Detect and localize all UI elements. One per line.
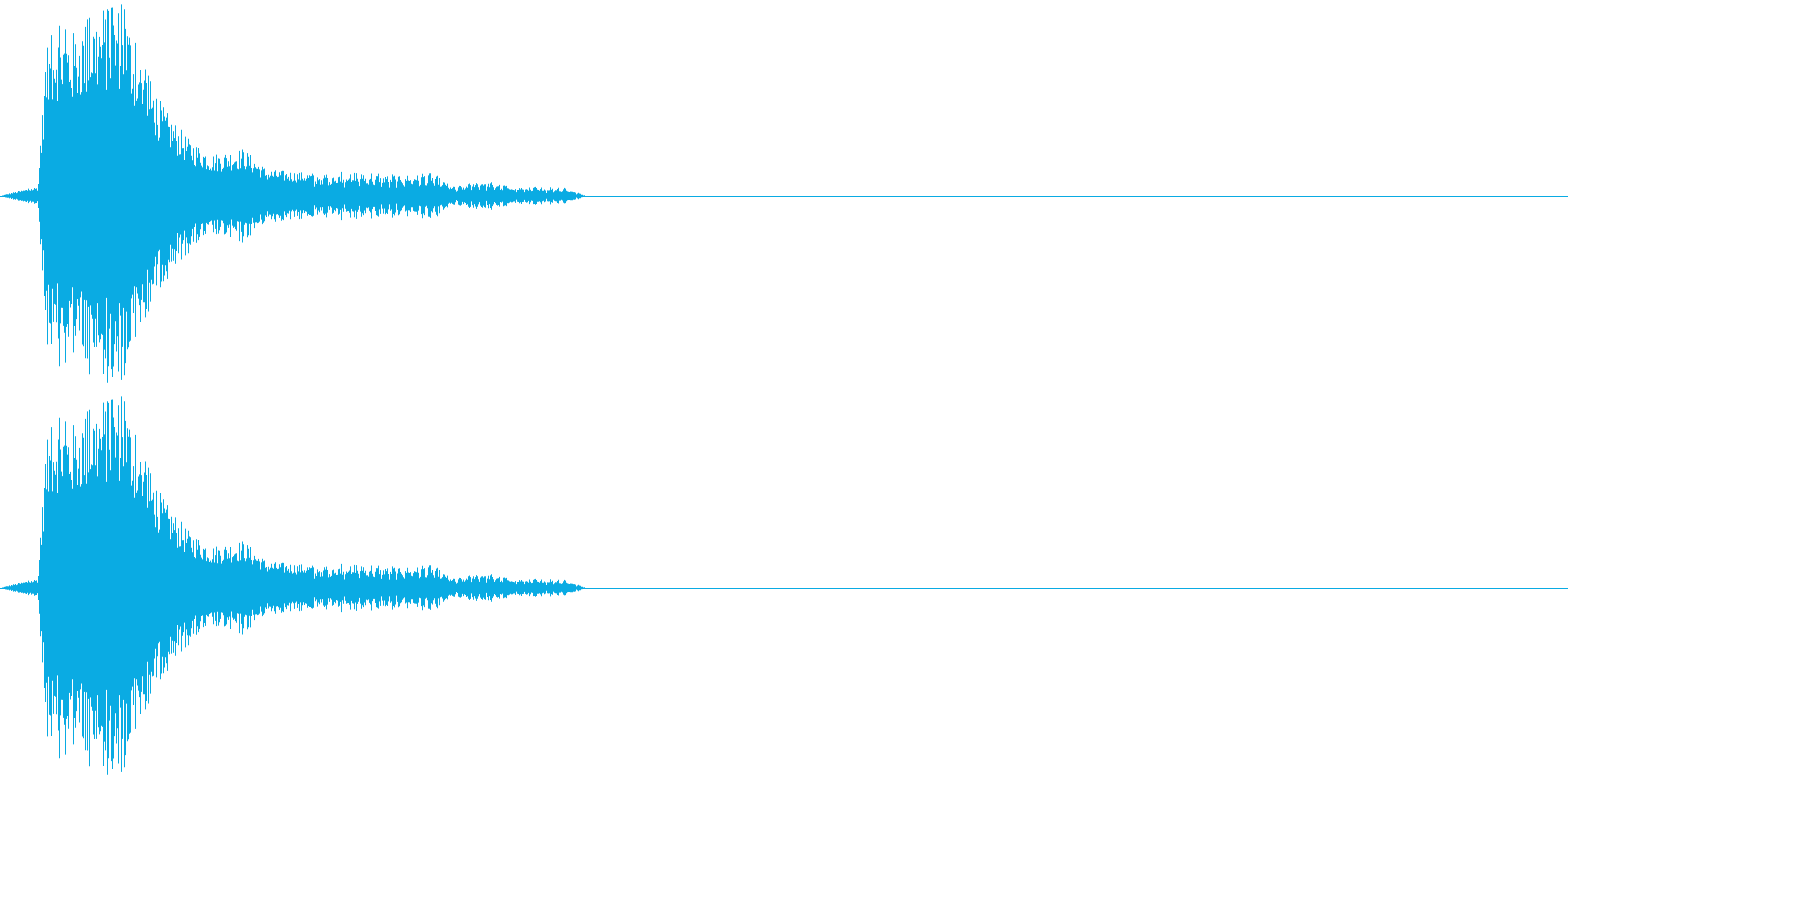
left-channel-svg: [0, 4, 1568, 383]
waveform-view: [0, 0, 1568, 784]
right-channel-svg: [0, 396, 1568, 775]
left-channel-waveform: [0, 0, 1568, 392]
waveform-samples: [2, 396, 585, 775]
right-channel-waveform: [0, 392, 1568, 784]
waveform-samples: [2, 4, 585, 383]
